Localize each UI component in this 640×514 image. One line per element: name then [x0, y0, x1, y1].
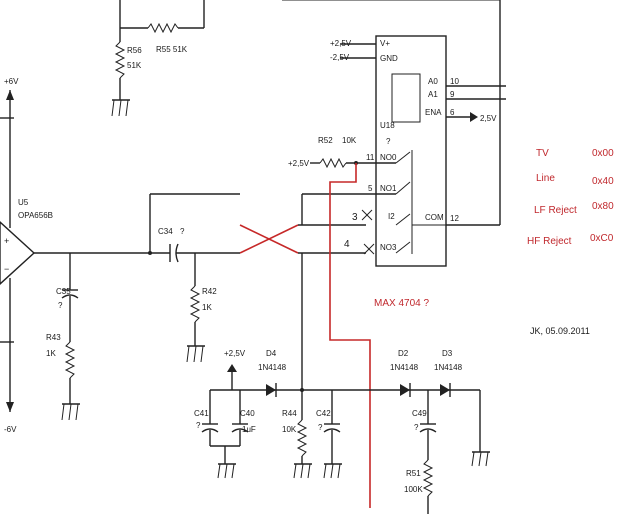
red-control-wire — [329, 163, 371, 508]
c35-value: ? — [58, 301, 63, 310]
svg-text:−: − — [4, 264, 9, 274]
d2-label: D2 — [398, 349, 409, 358]
a0-num: 10 — [450, 77, 459, 86]
c42-value: ? — [318, 423, 323, 432]
mode-line-code: 0x40 — [592, 176, 614, 187]
vplus-pin: V+ — [380, 39, 390, 48]
no3-pin: NO3 — [380, 243, 397, 252]
a0-pin: A0 — [428, 77, 438, 86]
r56-r55-network — [111, 0, 205, 117]
r56-value: 51K — [127, 61, 142, 70]
r42-value: 1K — [202, 303, 212, 312]
ena-num: 6 — [450, 108, 455, 117]
d4-label: D4 — [266, 349, 277, 358]
com-num: 12 — [450, 214, 459, 223]
c42-label: C42 — [316, 409, 331, 418]
r52-supply: +2,5V — [288, 159, 310, 168]
max4704-label: MAX 4704 ? — [374, 298, 429, 309]
u5-label: U5 — [18, 198, 29, 207]
r56-label: R56 — [127, 46, 142, 55]
mode-tv-code: 0x00 — [592, 148, 614, 159]
ena-pin: ENA — [425, 108, 442, 117]
mark-3: 3 — [352, 212, 358, 223]
c35-r43 — [61, 253, 80, 421]
a1-num: 9 — [450, 90, 455, 99]
minus6v-label: -6V — [4, 425, 17, 434]
r43-value: 1K — [46, 349, 56, 358]
c49-label: C49 — [412, 409, 427, 418]
no2-pin: I2 — [388, 212, 395, 221]
d3-label: D3 — [442, 349, 453, 358]
no0-pin: NO0 — [380, 153, 397, 162]
c34-r42 — [148, 193, 240, 363]
com-pin: COM — [425, 213, 444, 222]
c40-label: C40 — [240, 409, 255, 418]
r44-label: R44 — [282, 409, 297, 418]
r42-label: R42 — [202, 287, 217, 296]
c41-value: ? — [196, 421, 201, 430]
r52-label: R52 — [318, 136, 333, 145]
c49-value: ? — [414, 423, 419, 432]
r43-label: R43 — [46, 333, 61, 342]
c41-label: C41 — [194, 409, 209, 418]
vplus-supply: +2,5V — [330, 39, 352, 48]
d3-part: 1N4148 — [434, 363, 463, 372]
c40-value: 1uF — [242, 425, 256, 434]
r44-value: 10K — [282, 425, 297, 434]
d2-part: 1N4148 — [390, 363, 419, 372]
mode-lf-code: 0x80 — [592, 201, 614, 212]
r55-label: R55 51K — [156, 45, 188, 54]
c35-label: C35 — [56, 287, 71, 296]
plus6v-label: +6V — [4, 77, 19, 86]
u18-label: U18 — [380, 121, 395, 130]
u5-part: OPA656B — [18, 211, 53, 220]
vminus-supply: -2,5V — [330, 53, 350, 62]
gnd-pin: GND — [380, 54, 398, 63]
svg-text:+: + — [4, 236, 9, 246]
mode-hf-name: HF Reject — [527, 236, 572, 247]
r51-label: R51 — [406, 469, 421, 478]
c34-label: C34 — [158, 227, 173, 236]
no1-pin: NO1 — [380, 184, 397, 193]
r52-value: 10K — [342, 136, 357, 145]
bias-network — [201, 253, 490, 514]
u18-q: ? — [386, 137, 391, 146]
mark-4: 4 — [344, 239, 350, 250]
signature: JK, 05.09.2011 — [530, 326, 590, 336]
mode-line-name: Line — [536, 173, 555, 184]
mode-tv-name: TV — [536, 148, 549, 159]
u18-max4704 — [282, 0, 506, 267]
crossed-wires — [239, 193, 396, 254]
a1-pin: A1 — [428, 90, 438, 99]
mode-table: TV 0x00 Line 0x40 LF Reject 0x80 HF Reje… — [527, 148, 614, 247]
opamp-u5: + − — [0, 90, 150, 412]
no1-num: 5 — [368, 184, 373, 193]
mode-lf-name: LF Reject — [534, 205, 577, 216]
d4-part: 1N4148 — [258, 363, 287, 372]
mode-hf-code: 0xC0 — [590, 233, 614, 244]
r51-value: 100K — [404, 485, 423, 494]
ena-supply: 2,5V — [480, 114, 497, 123]
c34-value: ? — [180, 227, 185, 236]
no0-num: 11 — [366, 153, 375, 162]
c40-supply: +2,5V — [224, 349, 246, 358]
